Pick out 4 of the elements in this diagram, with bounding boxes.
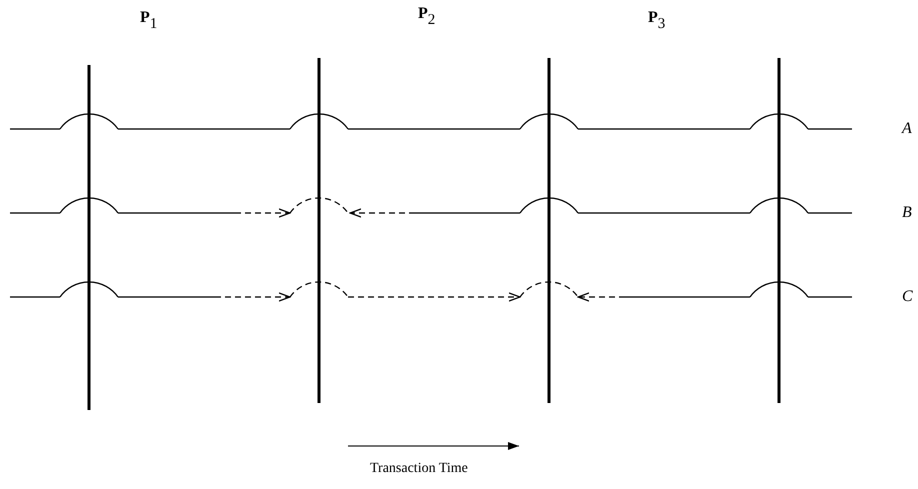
line-label: B xyxy=(902,205,912,221)
axis-label: Transaction Time xyxy=(370,462,468,476)
line-label: A xyxy=(902,121,912,137)
line-label: C xyxy=(902,289,913,305)
